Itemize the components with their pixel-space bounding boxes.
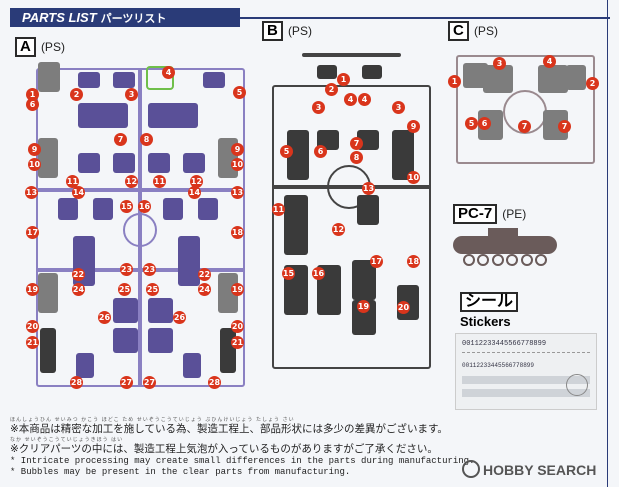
notes-block: ほんしょうひん せいみつ かこう ほどこ ため せいぞうこうていじょう ぶひんけ…: [10, 416, 475, 477]
note-3-en: * Intricate processing may create small …: [10, 456, 475, 466]
watermark: HOBBY SEARCH: [462, 460, 596, 478]
runner-b-label: B (PS): [262, 20, 312, 41]
note-2-jp: ※クリアパーツの中には、製造工程上気泡が入っているものがありますがご了承ください…: [10, 443, 438, 455]
runner-c-label: C (PS): [448, 20, 498, 41]
parts-list-title: PARTS LIST: [22, 10, 97, 25]
sticker-sheet: 00112233445566778899 0011223344556677889…: [455, 333, 597, 410]
sticker-line-2: 00112233445566778899: [462, 362, 535, 369]
runner-b-frame: 1 2 4 4 3 3 9 5 6 7 8 10 13 11 12 17 18 …: [262, 45, 437, 370]
sticker-line-1: 00112233445566778899: [462, 340, 547, 348]
runner-a-frame: 1 6 2 3 4 5 7 8 9 10 9 10 11 12 11 12 13…: [25, 58, 253, 389]
watermark-text: HOBBY SEARCH: [483, 462, 597, 478]
runner-c-material: (PS): [473, 24, 498, 38]
runner-a-letter: A: [15, 37, 36, 57]
stickers-title-en: Stickers: [460, 314, 511, 329]
runner-pc7-letter: PC-7: [453, 204, 498, 224]
runner-c-frame: 1 3 4 2 5 6 7 7: [448, 45, 599, 165]
runner-pc7-material: (PE): [502, 207, 527, 221]
notes-furigana-1: ほんしょうひん せいみつ かこう ほどこ ため せいぞうこうていじょう ぶひんけ…: [10, 417, 295, 423]
header-rule: [240, 17, 610, 19]
runner-b-material: (PS): [287, 24, 312, 38]
stickers-label: シール Stickers: [460, 291, 519, 329]
parts-list-title-jp: パーツリスト: [100, 13, 167, 25]
notes-furigana-2: なか せいぞうこうていじょうきほう はい: [10, 437, 124, 443]
runner-pc7-frame: [453, 228, 557, 270]
runner-a-label: A (PS): [15, 36, 65, 57]
note-1-jp: ※本商品は精密な加工を施している為、製造工程上、部品形状には多少の差異がございま…: [10, 423, 448, 435]
stickers-title-jp: シール: [460, 292, 519, 312]
runner-a-material: (PS): [40, 40, 65, 54]
runner-pc7-label: PC-7 (PE): [453, 203, 526, 224]
note-4-en: * Bubbles may be present in the clear pa…: [10, 466, 351, 477]
watermark-icon: [462, 460, 480, 478]
page-border-right: [607, 0, 608, 487]
runner-c-letter: C: [448, 21, 469, 41]
runner-b-letter: B: [262, 21, 283, 41]
